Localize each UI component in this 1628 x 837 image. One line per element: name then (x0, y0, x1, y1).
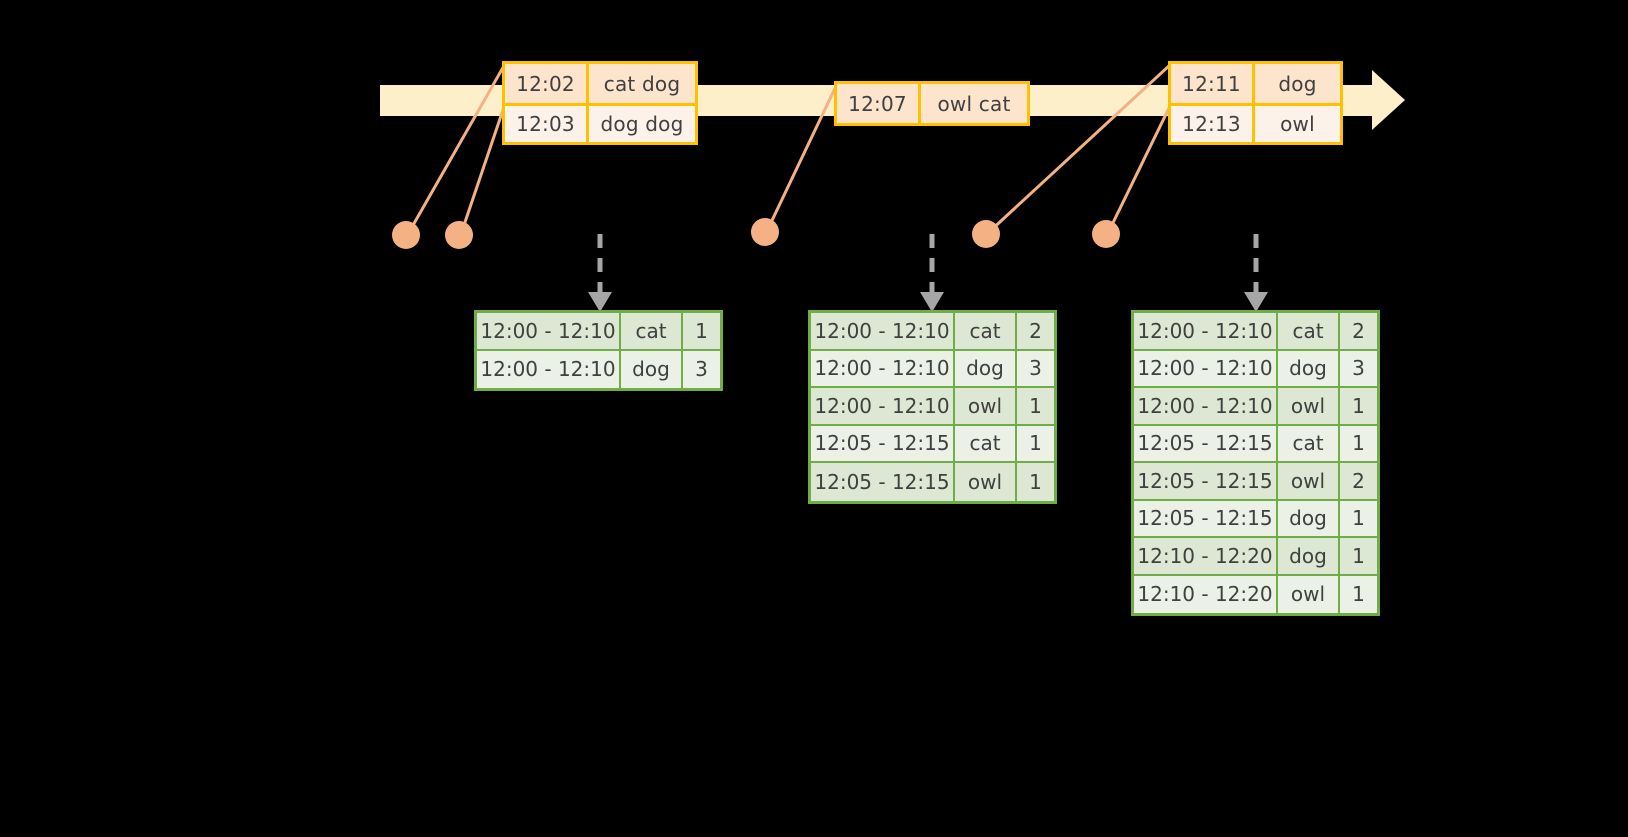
event-group-1[interactable]: 12:02 cat dog 12:03 dog dog (502, 61, 698, 145)
table-cell-word: dog (1278, 500, 1340, 538)
event-words: cat dog (589, 64, 695, 103)
event-time: 12:07 (837, 84, 921, 123)
table-cell-count: 2 (1017, 313, 1054, 351)
table-cell-count: 3 (1340, 350, 1377, 388)
event-words: dog (1255, 64, 1340, 103)
event-row[interactable]: 12:13 owl (1171, 103, 1340, 142)
table-cell-word: owl (955, 388, 1017, 426)
table-cell-count: 1 (1340, 575, 1377, 613)
table-cell-window: 12:00 - 12:10 (811, 313, 955, 351)
event-time: 12:03 (505, 106, 589, 142)
timeline-arrow-head (1372, 70, 1405, 130)
table-cell-count: 1 (1017, 388, 1054, 426)
event-time: 12:13 (1171, 106, 1255, 142)
table-cell-word: owl (955, 463, 1017, 501)
table-cell-window: 12:05 - 12:15 (1134, 500, 1278, 538)
table-cell-window: 12:00 - 12:10 (1134, 313, 1278, 351)
table-cell-word: dog (955, 350, 1017, 388)
marker-dot-5 (1092, 220, 1120, 248)
marker-dot-2 (445, 221, 473, 249)
table-cell-word: cat (955, 313, 1017, 351)
table-cell-count: 2 (1340, 463, 1377, 501)
table-cell-word: cat (1278, 313, 1340, 351)
marker-dots (392, 218, 1120, 249)
dashed-arrow-head-3 (1244, 292, 1268, 312)
table-cell-word: dog (1278, 538, 1340, 576)
table-cell-window: 12:00 - 12:10 (811, 388, 955, 426)
dashed-arrow-head-1 (588, 292, 612, 312)
table-cell-window: 12:00 - 12:10 (1134, 388, 1278, 426)
table-cell-window: 12:00 - 12:10 (1134, 350, 1278, 388)
table-cell-count: 1 (1017, 463, 1054, 501)
event-group-2[interactable]: 12:07 owl cat (834, 81, 1030, 126)
marker-dot-1 (392, 221, 420, 249)
event-row[interactable]: 12:11 dog (1171, 64, 1340, 103)
table-cell-word: cat (955, 425, 1017, 463)
table-cell-count: 1 (1340, 538, 1377, 576)
event-row[interactable]: 12:03 dog dog (505, 103, 695, 142)
table-cell-window: 12:00 - 12:10 (477, 313, 621, 351)
table-cell-count: 1 (1017, 425, 1054, 463)
table-cell-count: 3 (1017, 350, 1054, 388)
event-group-3[interactable]: 12:11 dog 12:13 owl (1168, 61, 1343, 145)
table-cell-window: 12:00 - 12:10 (811, 350, 955, 388)
table-cell-word: owl (1278, 463, 1340, 501)
event-words: dog dog (589, 106, 695, 142)
table-cell-count: 1 (683, 313, 720, 351)
event-time: 12:02 (505, 64, 589, 103)
table-cell-word: cat (1278, 425, 1340, 463)
table-cell-window: 12:10 - 12:20 (1134, 575, 1278, 613)
event-row[interactable]: 12:02 cat dog (505, 64, 695, 103)
event-words: owl (1255, 106, 1340, 142)
table-cell-count: 3 (683, 350, 720, 388)
table-cell-word: owl (1278, 575, 1340, 613)
table-cell-window: 12:05 - 12:15 (811, 425, 955, 463)
table-cell-word: cat (621, 313, 683, 351)
table-cell-window: 12:05 - 12:15 (811, 463, 955, 501)
dashed-arrow-heads (588, 292, 1268, 312)
table-cell-window: 12:00 - 12:10 (477, 350, 621, 388)
table-cell-count: 1 (1340, 500, 1377, 538)
table-cell-count: 2 (1340, 313, 1377, 351)
table-cell-word: dog (621, 350, 683, 388)
table-cell-word: owl (1278, 388, 1340, 426)
marker-dot-3 (751, 218, 779, 246)
table-cell-count: 1 (1340, 425, 1377, 463)
table-cell-word: dog (1278, 350, 1340, 388)
connector-line-2 (459, 103, 507, 235)
table-cell-window: 12:10 - 12:20 (1134, 538, 1278, 576)
table-cell-count: 1 (1340, 388, 1377, 426)
dashed-arrow-head-2 (920, 292, 944, 312)
event-row[interactable]: 12:07 owl cat (837, 84, 1027, 123)
dashed-arrows (597, 234, 1259, 292)
marker-dot-4 (972, 220, 1000, 248)
table-cell-window: 12:05 - 12:15 (1134, 425, 1278, 463)
event-words: owl cat (921, 84, 1027, 123)
connector-line-5 (1106, 103, 1173, 234)
event-time: 12:11 (1171, 64, 1255, 103)
table-cell-window: 12:05 - 12:15 (1134, 463, 1278, 501)
